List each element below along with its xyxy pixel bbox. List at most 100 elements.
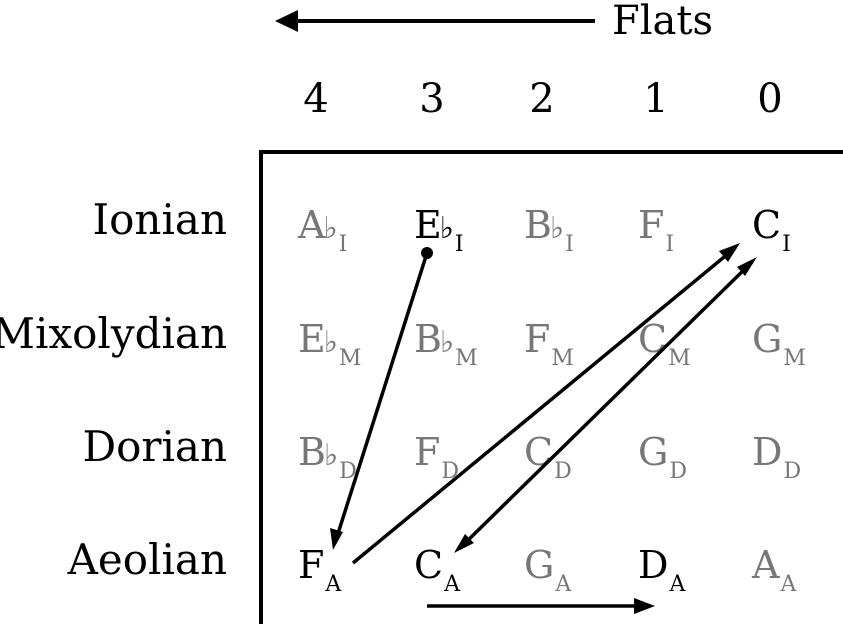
cell-note: GM [752, 317, 806, 371]
flat-symbol: ♭ [550, 211, 564, 246]
arrow-c-ionian-to-c-aeolian [458, 260, 754, 550]
mode-subscript: D [783, 459, 801, 484]
cell-note: FM [524, 317, 574, 371]
cell-e-flat-mixolydian: E♭M [298, 317, 361, 371]
cell-note: FA [298, 543, 342, 597]
cell-note: CD [524, 430, 572, 484]
cell-note: CA [414, 543, 461, 597]
mode-subscript: A [324, 572, 342, 597]
cell-c-mixolydian: CM [638, 317, 691, 371]
cell-g-aeolian: GA [524, 543, 572, 597]
cell-note: CI [752, 203, 791, 257]
flat-symbol: ♭ [324, 438, 338, 473]
cell-b-flat-mixolydian: B♭M [414, 317, 478, 371]
cell-c-ionian: CI [752, 203, 791, 257]
mode-subscript: A [554, 572, 572, 597]
row-label-mixolydian: Mixolydian [0, 309, 227, 358]
mode-subscript: M [455, 346, 478, 371]
arrowhead-d-aeolian [634, 598, 655, 614]
cell-c-aeolian: CA [414, 543, 461, 597]
flat-symbol: ♭ [440, 211, 454, 246]
cell-note: GA [524, 543, 572, 597]
mode-subscript: D [554, 459, 572, 484]
cell-note: B♭I [524, 203, 574, 257]
mode-subscript: M [551, 346, 574, 371]
note-letter: B [298, 430, 326, 474]
cell-note: AA [751, 543, 797, 597]
flat-symbol: ♭ [323, 211, 337, 246]
cell-note: DA [638, 543, 686, 597]
note-letter: E [414, 203, 442, 247]
arrow-eb-ionian-to-f-aeolian [333, 252, 429, 544]
arrowhead-c-ionian [719, 243, 740, 262]
note-letter: G [752, 317, 782, 361]
arrowhead-c-ionian-top [737, 257, 757, 276]
note-letter: D [752, 430, 782, 474]
note-letter: A [297, 203, 326, 247]
cell-d-aeolian: DA [638, 543, 686, 597]
column-header-2: 2 [529, 76, 554, 122]
cell-f-aeolian: FA [298, 543, 342, 597]
flats-label: Flats [612, 0, 713, 44]
cell-g-dorian: GD [638, 430, 687, 484]
row-label-aeolian: Aeolian [67, 535, 227, 584]
cell-c-dorian: CD [524, 430, 572, 484]
cell-note: A♭I [297, 203, 347, 257]
note-letter: F [298, 543, 324, 587]
note-letter: G [638, 430, 668, 474]
mode-subscript: M [668, 346, 691, 371]
mode-subscript: D [441, 459, 459, 484]
mode-subscript: I [782, 232, 791, 257]
note-letter: G [524, 543, 554, 587]
flat-symbol: ♭ [324, 325, 338, 360]
note-letter: C [752, 203, 781, 247]
cell-note: B♭D [298, 430, 357, 484]
column-header-0: 0 [757, 76, 782, 122]
note-letter: B [524, 203, 552, 247]
cell-b-flat-ionian: B♭I [524, 203, 574, 257]
mode-subscript: D [339, 459, 357, 484]
arrow-f-aeolian-to-c-ionian [351, 246, 737, 565]
mode-subscript: A [668, 572, 686, 597]
cell-note: CM [638, 317, 691, 371]
cell-note: DD [752, 430, 801, 484]
mode-subscript: I [565, 232, 574, 257]
note-letter: F [414, 430, 440, 474]
cell-e-flat-ionian: E♭I [414, 203, 464, 257]
cell-f-ionian: FI [638, 203, 674, 257]
cell-note: FI [638, 203, 674, 257]
flats-arrowhead [275, 10, 298, 32]
cell-note: FD [414, 430, 459, 484]
note-letter: C [414, 543, 443, 587]
mode-subscript: I [455, 232, 464, 257]
cell-f-mixolydian: FM [524, 317, 574, 371]
note-letter: C [524, 430, 553, 474]
row-label-dorian: Dorian [82, 422, 227, 471]
row-label-ionian: Ionian [93, 195, 227, 244]
mode-subscript: D [669, 459, 687, 484]
cell-d-dorian: DD [752, 430, 801, 484]
cell-note: E♭M [298, 317, 361, 371]
cell-a-flat-ionian: A♭I [297, 203, 347, 257]
cell-a-aeolian: AA [751, 543, 797, 597]
cell-g-mixolydian: GM [752, 317, 806, 371]
arrowhead-f-aeolian [330, 528, 343, 550]
arrowhead-c-aeolian [454, 534, 474, 553]
note-letter: E [298, 317, 326, 361]
mode-subscript: I [339, 232, 348, 257]
cell-b-flat-dorian: B♭D [298, 430, 357, 484]
flat-symbol: ♭ [440, 325, 454, 360]
note-letter: B [414, 317, 442, 361]
column-header-1: 1 [643, 76, 668, 122]
mode-subscript: A [443, 572, 461, 597]
column-header-3: 3 [419, 76, 444, 122]
column-header-4: 4 [303, 76, 328, 122]
cell-f-dorian: FD [414, 430, 459, 484]
note-letter: D [638, 543, 668, 587]
mode-subscript: A [779, 572, 797, 597]
cell-note: B♭M [414, 317, 478, 371]
note-letter: F [524, 317, 550, 361]
cell-note: GD [638, 430, 687, 484]
note-letter: F [638, 203, 664, 247]
